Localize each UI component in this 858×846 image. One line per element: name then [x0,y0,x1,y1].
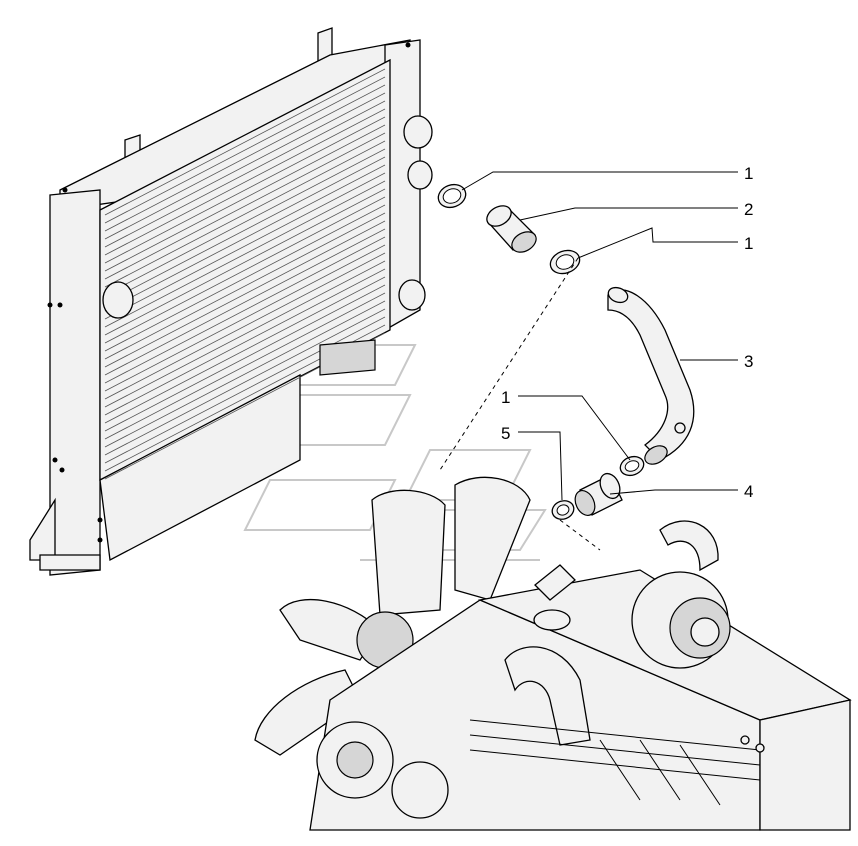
callout-2: 2 [744,200,753,219]
hose-clamp-5 [551,500,575,520]
hose-clamp-1-third [619,455,645,477]
callout-5: 5 [501,424,510,443]
callout-1-third: 1 [501,388,510,407]
hose-clamp-1-second [549,249,581,275]
radiator [29,27,433,576]
engine-block [309,520,852,831]
callout-4: 4 [744,482,753,501]
callout-labels: 1 2 1 3 1 5 4 [501,164,753,501]
shaped-hose-3 [607,286,695,465]
radiator-bolts [47,42,411,543]
hose-4 [574,472,623,516]
callout-1-second: 1 [744,234,753,253]
leader-lines [439,171,738,551]
fan [254,476,531,756]
callout-1-top: 1 [744,164,753,183]
hose-2 [486,205,537,253]
hose-clamp-1-top [437,183,467,209]
callout-3: 3 [744,352,753,371]
